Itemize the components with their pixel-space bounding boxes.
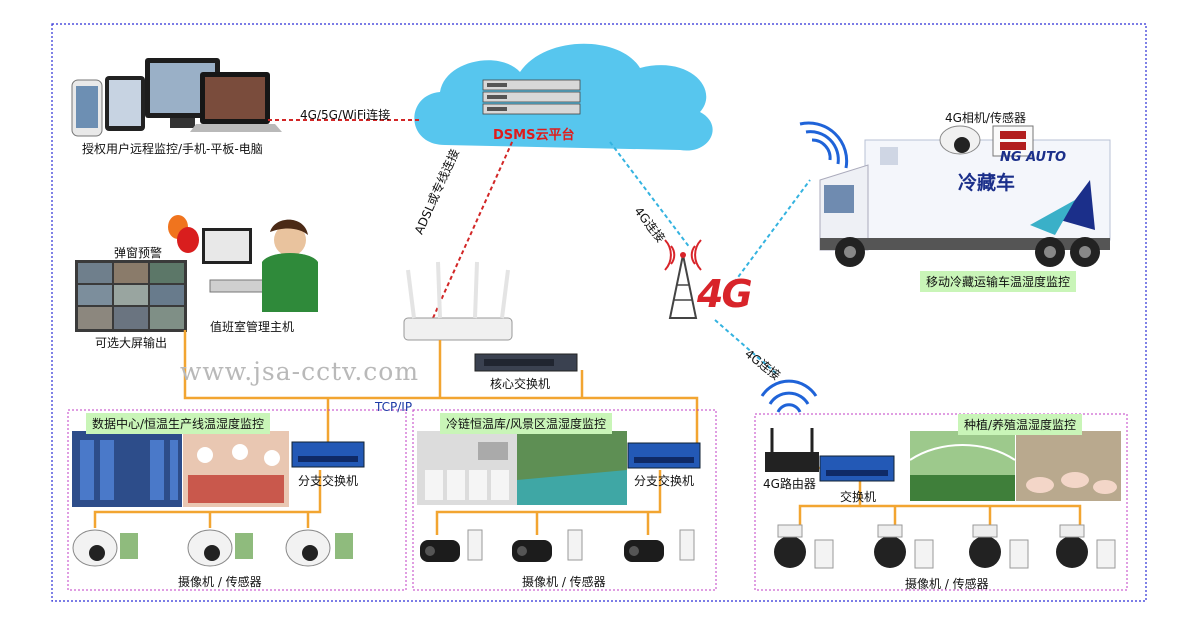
g4-router-icon — [765, 428, 819, 472]
g4-logo: 4G — [697, 272, 753, 316]
remote-devices-image — [71, 58, 282, 137]
zone-3-cameras — [774, 524, 1116, 569]
tcpip-label: TCP/IP — [375, 400, 413, 414]
zone-2-cameras — [420, 529, 695, 562]
zone-2-switch-label: 分支交换机 — [634, 474, 695, 488]
truck-body-text: 冷藏车 — [958, 172, 1016, 194]
router-icon — [403, 261, 513, 341]
remote-link-label: 4G/5G/WiFi连接 — [300, 108, 391, 122]
zone-3-devices-label: 摄像机 / 传感器 — [905, 577, 989, 591]
core-switch-icon — [474, 353, 578, 372]
truck-caption: 移动冷藏运输车温湿度监控 — [920, 271, 1077, 292]
zone-3-photos — [909, 431, 1121, 501]
zone-1-photos — [72, 431, 289, 507]
refrigerated-truck-image — [819, 125, 1111, 267]
outer-frame — [51, 23, 1147, 602]
zone-2-devices-label: 摄像机 / 传感器 — [522, 575, 606, 589]
remote-users-label: 授权用户远程监控/手机-平板-电脑 — [82, 142, 263, 156]
truck-device-label: 4G相机/传感器 — [945, 111, 1026, 125]
core-switch-label: 核心交换机 — [490, 377, 551, 391]
wifi-signal-icon — [799, 121, 849, 169]
watermark: www.jsa-cctv.com — [180, 357, 420, 386]
truck-body-text-2: NG AUTO — [1000, 150, 1067, 165]
zone-2-photos — [417, 431, 627, 505]
duty-room-image — [75, 215, 318, 332]
big-screen-label: 可选大屏输出 — [95, 336, 168, 350]
zone-1-switch-label: 分支交换机 — [298, 474, 359, 488]
zone-3-title: 种植/养殖温湿度监控 — [958, 414, 1083, 435]
zone-2-frame — [412, 409, 717, 591]
branch-switch-1-icon — [291, 441, 365, 468]
farm-wifi-icon — [760, 379, 818, 413]
adsl-link-line — [432, 139, 514, 319]
g4-truck-link-line — [729, 179, 811, 289]
cloud-platform — [414, 43, 713, 151]
zone-3-frame — [754, 413, 1128, 591]
branch-switch-2-icon — [627, 442, 701, 469]
zone-1-title: 数据中心/恒温生产线温湿度监控 — [86, 413, 271, 434]
zone-2-title: 冷链恒温库/风景区温湿度监控 — [440, 413, 613, 434]
zone-1-frame — [67, 409, 407, 591]
g4-cloud-link-line — [609, 141, 691, 249]
cell-tower-icon — [664, 239, 702, 319]
cloud-platform-label: DSMS云平台 — [493, 128, 575, 143]
popup-alarm-label: 弹窗预警 — [114, 246, 163, 260]
zone-3-switch-label: 交换机 — [840, 490, 877, 504]
zone-3-switch-icon — [819, 455, 895, 482]
duty-host-label: 值班室管理主机 — [210, 320, 295, 334]
zone-1-devices-label: 摄像机 / 传感器 — [178, 575, 262, 589]
zone-1-cameras — [72, 529, 353, 567]
zone-3-router-label: 4G路由器 — [763, 477, 816, 491]
